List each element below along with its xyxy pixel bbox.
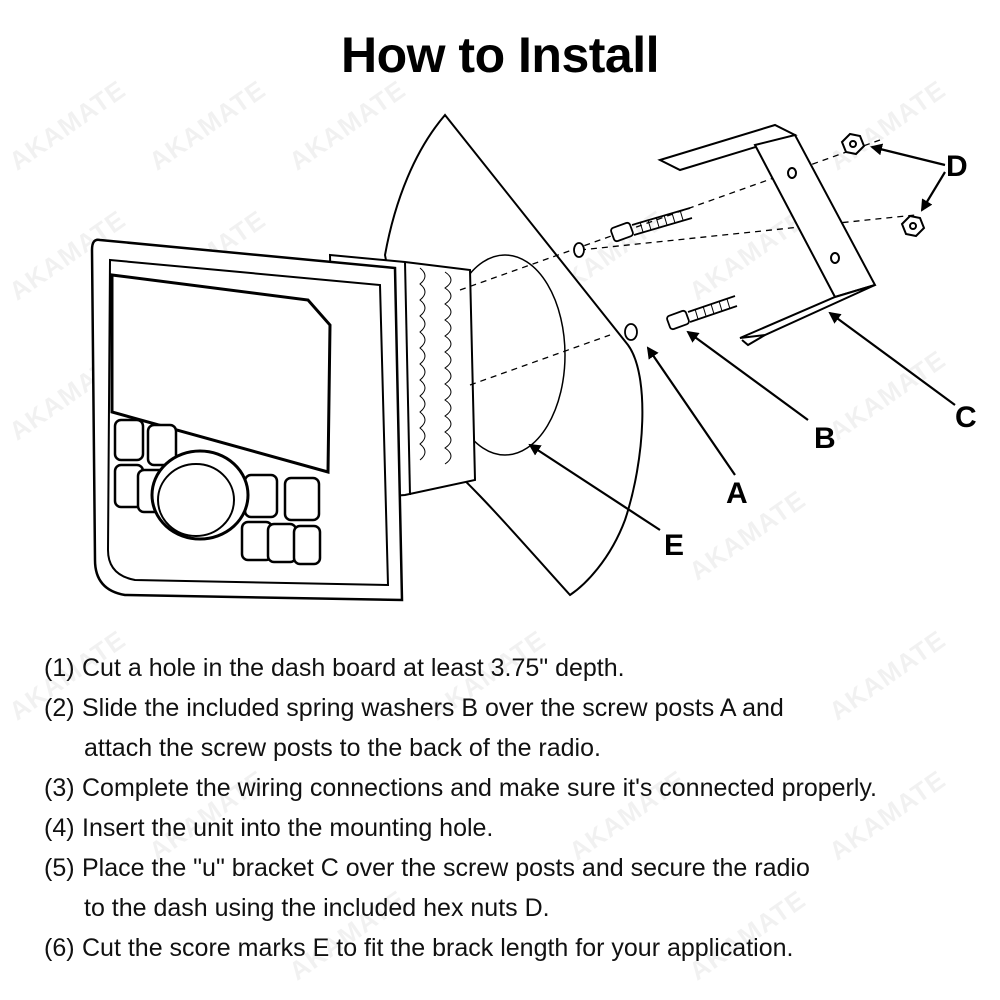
alignment-lines bbox=[459, 139, 916, 386]
spring-washers bbox=[573, 242, 638, 341]
instruction-step: (5)Place the "u" bracket C over the scre… bbox=[44, 848, 994, 928]
step-text: Insert the unit into the mounting hole. bbox=[82, 814, 494, 842]
step-number: (1) bbox=[44, 654, 75, 682]
hex-nuts bbox=[840, 132, 926, 238]
step-text: Complete the wiring connections and make… bbox=[82, 774, 878, 802]
instruction-step: (3)Complete the wiring connections and m… bbox=[44, 768, 994, 808]
u-bracket bbox=[657, 123, 877, 347]
callout-label-a: A bbox=[726, 477, 748, 510]
instruction-list: (1)Cut a hole in the dash board at least… bbox=[44, 648, 994, 968]
step-text: Cut the score marks E to fit the brack l… bbox=[82, 934, 794, 962]
callout-label-d: D bbox=[946, 150, 968, 183]
step-number: (6) bbox=[44, 934, 75, 962]
step-number: (2) bbox=[44, 694, 75, 722]
instruction-step: (2)Slide the included spring washers B o… bbox=[44, 688, 994, 768]
callout-label-b: B bbox=[814, 422, 836, 455]
step-text: Place the "u" bracket C over the screw p… bbox=[82, 854, 810, 882]
instruction-step: (6)Cut the score marks E to fit the brac… bbox=[44, 928, 994, 968]
radio-display bbox=[110, 273, 332, 474]
page-title: How to Install bbox=[341, 27, 660, 83]
step-text-continued: attach the screw posts to the back of th… bbox=[84, 734, 601, 762]
step-text: Slide the included spring washers B over… bbox=[82, 694, 784, 722]
instruction-step: (1)Cut a hole in the dash board at least… bbox=[44, 648, 994, 688]
step-number: (4) bbox=[44, 814, 75, 842]
step-text-continued: to the dash using the included hex nuts … bbox=[84, 894, 550, 922]
step-number: (5) bbox=[44, 854, 75, 882]
callout-label-c: C bbox=[955, 401, 977, 434]
callout-label-e: E bbox=[664, 529, 684, 562]
step-text: Cut a hole in the dash board at least 3.… bbox=[82, 654, 625, 682]
callout-arrows bbox=[528, 143, 956, 531]
instruction-step: (4)Insert the unit into the mounting hol… bbox=[44, 808, 994, 848]
installation-diagram: D C B A E bbox=[90, 113, 977, 602]
radio-faceplate bbox=[90, 238, 404, 602]
step-number: (3) bbox=[44, 774, 75, 802]
screw-posts bbox=[610, 207, 738, 331]
